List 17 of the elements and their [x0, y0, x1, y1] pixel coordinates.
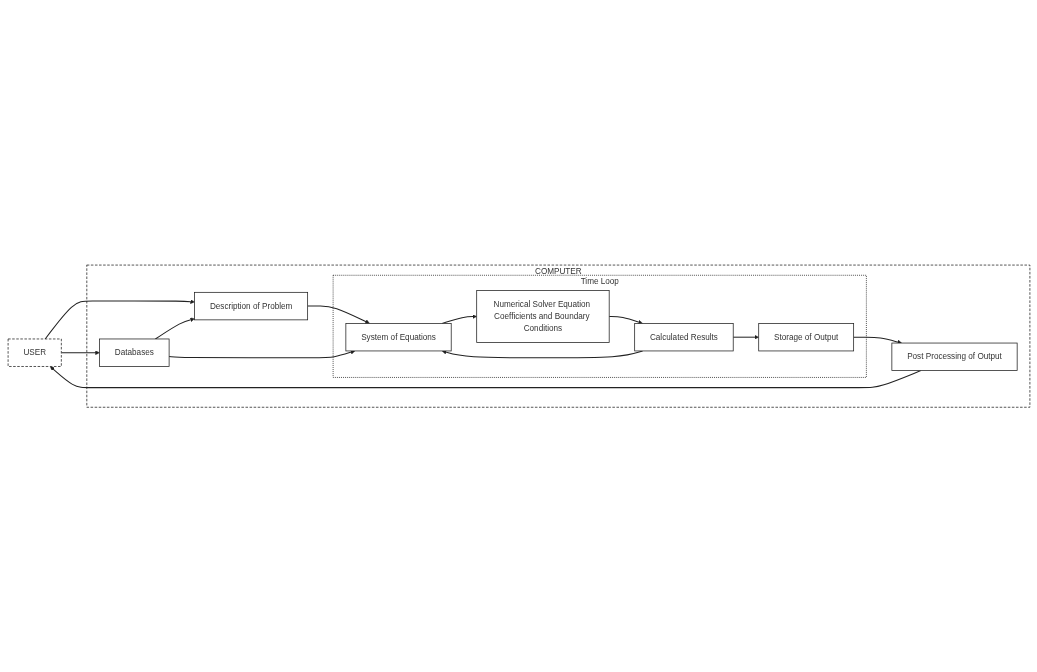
node-box: Storage of Output	[757, 322, 854, 352]
node-box: Numerical Solver Equation Coefficients and Boundary Conditions	[475, 290, 610, 343]
node-box: System of Equations	[345, 322, 452, 352]
node-box: Databases	[98, 338, 169, 367]
node-box: USER	[7, 338, 62, 367]
node-box: Calculated Results	[633, 322, 734, 352]
node-box: Description of Problem	[193, 291, 308, 321]
arrow	[852, 336, 902, 344]
arrow	[154, 317, 195, 340]
arrow	[306, 305, 370, 324]
arrow	[608, 315, 643, 325]
arrow	[60, 350, 100, 355]
arrow	[44, 299, 195, 340]
arrow	[49, 366, 921, 388]
arrow	[168, 349, 355, 359]
node-box: Post Processing of Output	[891, 342, 1018, 371]
arrow	[732, 334, 759, 340]
